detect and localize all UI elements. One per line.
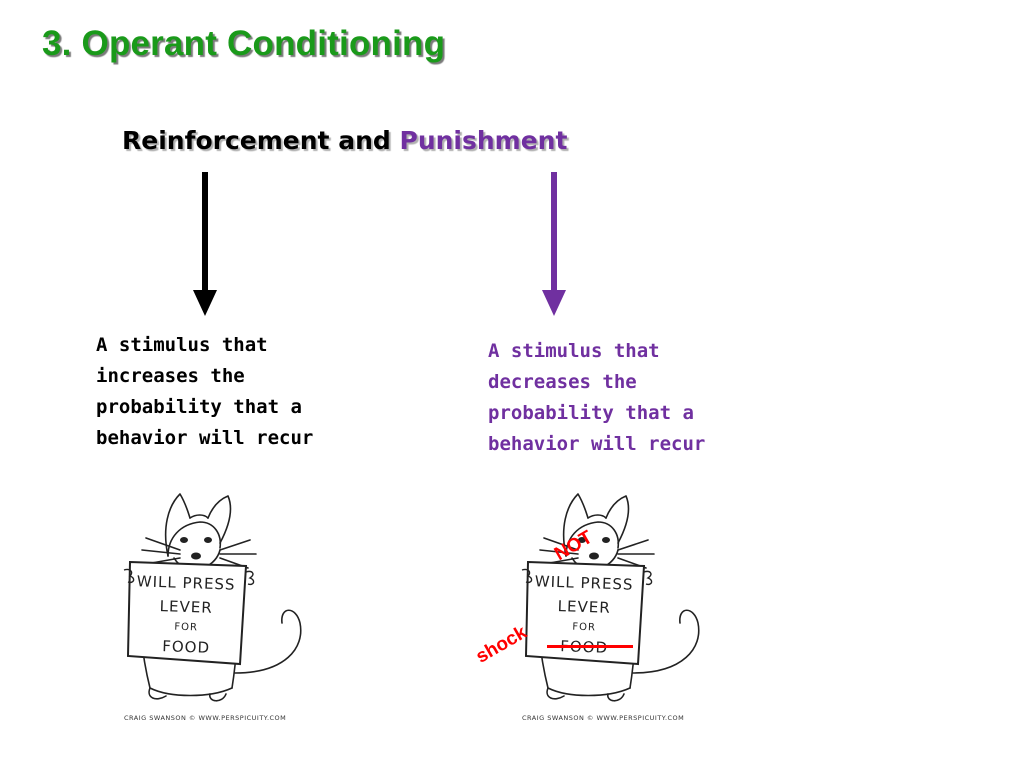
sign-line-2: LEVER — [557, 597, 611, 617]
definition-line: behavior will recur — [488, 433, 706, 455]
rat-illustration-punishment: WILL PRESS LEVER FOR FOOD CRAIG SWANSON … — [521, 493, 700, 722]
illustration-credit: CRAIG SWANSON © WWW.PERSPICUITY.COM — [124, 714, 286, 722]
definition-line: probability that a — [488, 402, 694, 424]
definition-line: A stimulus that — [488, 340, 660, 362]
subtitle: Reinforcement and Punishment — [122, 126, 567, 155]
subtitle-and: and — [338, 126, 391, 155]
sign-line-1: WILL PRESS — [137, 572, 236, 593]
punishment-definition: A stimulus that decreases the probabilit… — [488, 336, 748, 460]
slide-title: 3. Operant Conditioning — [42, 24, 446, 63]
rat-illustration-reinforcement: WILL PRESS LEVER FOR FOOD CRAIG SWANSON … — [123, 493, 302, 722]
sign-line-2: LEVER — [159, 597, 213, 617]
definition-line: increases the — [96, 365, 245, 387]
illustration-credit: CRAIG SWANSON © WWW.PERSPICUITY.COM — [522, 714, 684, 722]
food-strikethrough — [547, 645, 633, 648]
sign-line-3: FOR — [572, 622, 596, 634]
definition-line: probability that a — [96, 396, 302, 418]
definition-line: decreases the — [488, 371, 637, 393]
subtitle-reinforcement: Reinforcement — [122, 126, 330, 155]
punishment-arrow — [542, 172, 566, 316]
reinforcement-arrow — [193, 172, 217, 316]
reinforcement-definition: A stimulus that increases the probabilit… — [96, 330, 356, 454]
definition-line: behavior will recur — [96, 427, 314, 449]
subtitle-punishment: Punishment — [399, 126, 568, 155]
definition-line: A stimulus that — [96, 334, 268, 356]
sign-line-1: WILL PRESS — [535, 572, 634, 593]
sign-line-3: FOR — [174, 622, 198, 634]
sign-line-4: FOOD — [162, 637, 210, 657]
